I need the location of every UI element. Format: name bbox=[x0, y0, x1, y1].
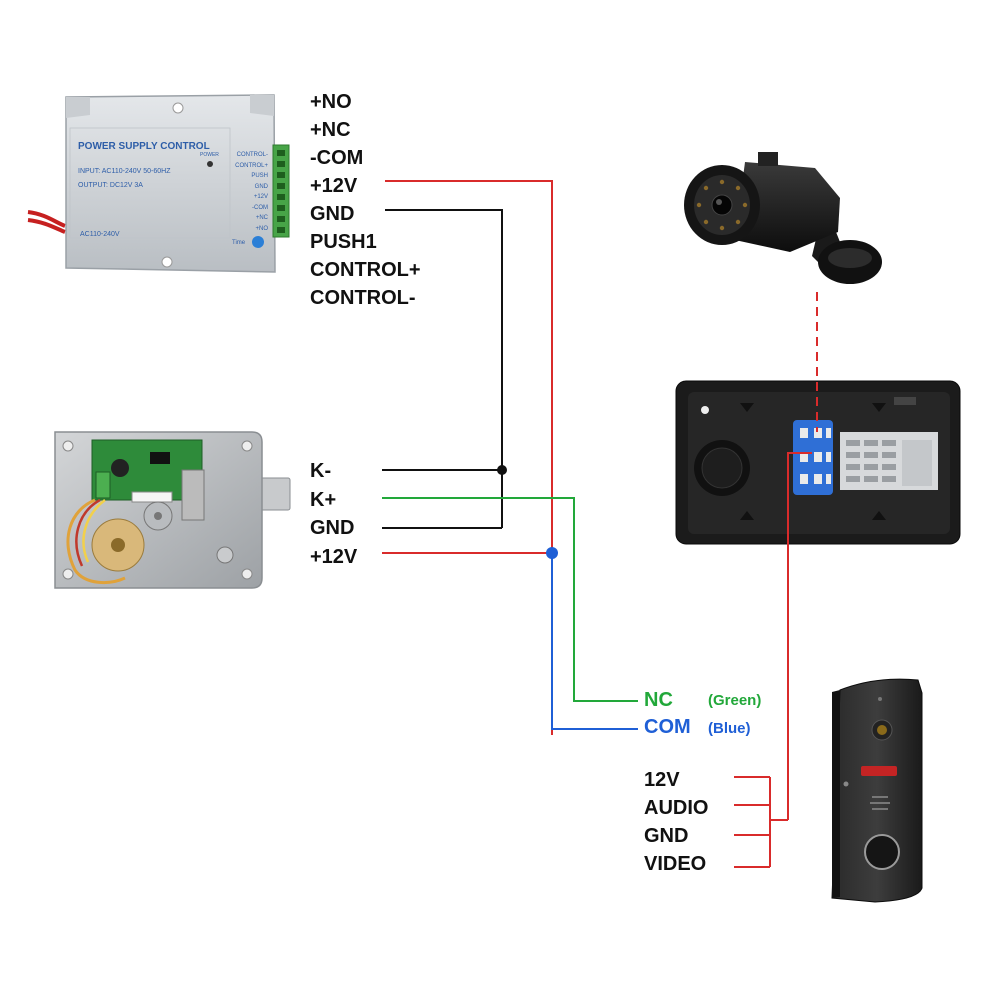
psu-terminal-label: +NO bbox=[310, 91, 352, 113]
psu-terminal-label: -COM bbox=[310, 147, 364, 169]
power-supply-unit bbox=[27, 94, 290, 273]
psu-terminal-label: GND bbox=[310, 203, 355, 225]
psu-printed-terminal-label: +12V bbox=[253, 194, 268, 200]
psu-input-spec: INPUT: AC110-240V 50-60HZ bbox=[78, 168, 171, 175]
junction-dot-blue bbox=[546, 547, 558, 559]
lock-terminal-label: +12V bbox=[310, 545, 358, 568]
doorbell-terminal-label: GND bbox=[644, 825, 689, 847]
psu-terminal-label: PUSH1 bbox=[310, 231, 377, 253]
psu-time-label: Time bbox=[232, 240, 246, 246]
psu-printed-terminal-label: PUSH bbox=[251, 173, 268, 179]
doorbell-terminal-label: VIDEO bbox=[644, 853, 707, 875]
wire-lock-kplus bbox=[382, 497, 638, 702]
psu-printed-terminal-label: CONTROL+ bbox=[235, 162, 268, 169]
lock-terminal-label: K+ bbox=[310, 488, 337, 511]
junction-dot-black bbox=[497, 465, 507, 475]
nc-label: NC bbox=[644, 689, 673, 711]
psu-terminal-label: +NC bbox=[310, 119, 351, 141]
lock-terminal-label: GND bbox=[310, 517, 355, 539]
psu-printed-terminal-label: GND bbox=[254, 183, 268, 190]
psu-power-led-label: POWER bbox=[200, 152, 219, 158]
psu-printed-terminal-label: CONTROL- bbox=[236, 152, 268, 158]
nc-color-note: (Green) bbox=[708, 692, 762, 709]
psu-terminal-label: CONTROL+ bbox=[310, 259, 421, 281]
psu-output-spec: OUTPUT: DC12V 3A bbox=[78, 182, 143, 189]
indoor-monitor bbox=[675, 380, 961, 545]
psu-ac-label: AC110-240V bbox=[80, 231, 120, 238]
psu-terminal-label: +12V bbox=[310, 175, 358, 197]
cctv-camera bbox=[684, 152, 882, 284]
doorbell-terminal-label: 12V bbox=[644, 769, 680, 791]
com-label: COM bbox=[644, 716, 691, 738]
wire-doorbell bbox=[787, 452, 812, 820]
com-color-note: (Blue) bbox=[708, 720, 751, 737]
wire-psu-gnd bbox=[385, 209, 503, 528]
wire-doorbell-bus bbox=[734, 776, 788, 868]
wires bbox=[382, 180, 818, 868]
wire-com bbox=[551, 553, 638, 730]
outdoor-doorbell bbox=[831, 678, 923, 903]
psu-printed-terminal-label: +NO bbox=[255, 225, 268, 232]
psu-printed-terminal-label: -COM bbox=[252, 204, 268, 211]
psu-title: POWER SUPPLY CONTROL bbox=[78, 141, 210, 152]
psu-printed-terminal-label: +NC bbox=[255, 215, 268, 221]
electric-lock bbox=[54, 431, 291, 589]
doorbell-terminal-label: AUDIO bbox=[644, 797, 709, 819]
psu-terminal-label: CONTROL- bbox=[310, 287, 416, 309]
lock-terminal-label: K- bbox=[310, 460, 332, 482]
